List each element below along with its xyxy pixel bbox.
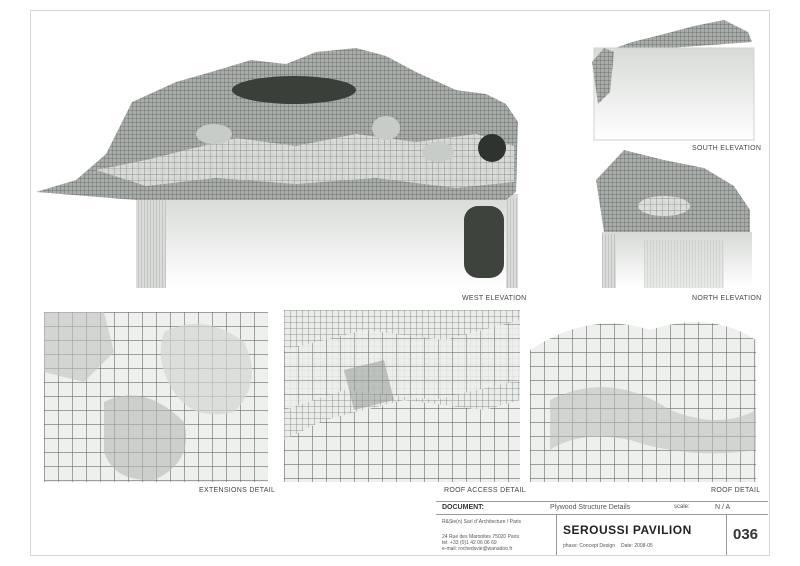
document-value: Plywood Structure Details (550, 504, 631, 511)
office-address: 24 Rue des Maronites 75020 Paris (442, 534, 519, 540)
title-block: DOCUMENT: Plywood Structure Details scal… (436, 501, 768, 555)
south-elevation-drawing (584, 12, 756, 142)
document-label: DOCUMENT: (442, 504, 484, 511)
west-elevation-drawing (36, 42, 520, 288)
roof-access-detail-label: ROOF ACCESS DETAIL (444, 487, 526, 494)
north-elevation-drawing (584, 150, 756, 288)
north-elevation-label: NORTH ELEVATION (692, 295, 762, 302)
scale-label: scale: (674, 504, 690, 510)
project-phase: phase: Concept Design (563, 543, 615, 549)
roof-access-detail-drawing (284, 310, 520, 482)
roof-detail-drawing (530, 310, 756, 482)
project-name: SEROUSSI PAVILION (563, 523, 692, 537)
office-tel: tel: +33 (0)1 42 06 06 69 (442, 540, 497, 546)
sheet-number: 036 (733, 526, 759, 543)
project-date: Date: 2008-05 (621, 543, 653, 549)
office-email: e-mail: rochedsvie@wanadoo.fr (442, 546, 513, 552)
extensions-detail-drawing (44, 312, 268, 482)
extensions-detail-label: EXTENSIONS DETAIL (199, 487, 276, 494)
south-elevation-label: SOUTH ELEVATION (692, 145, 762, 152)
roof-detail-label: ROOF DETAIL (711, 487, 761, 494)
west-elevation-label: WEST ELEVATION (462, 295, 527, 302)
office-name: R&Sie(n) Sarl d' Architecture / Paris (442, 519, 522, 525)
scale-value: N / A (715, 504, 731, 511)
